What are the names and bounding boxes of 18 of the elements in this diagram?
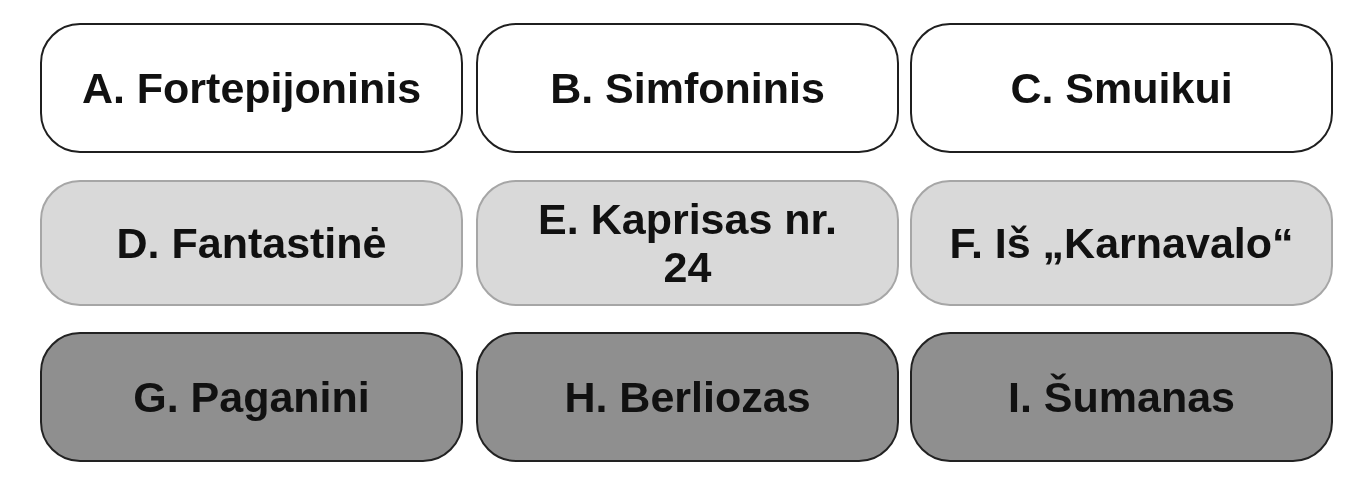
box-label: C. Smuikui bbox=[1010, 63, 1233, 113]
box-label: B. Simfoninis bbox=[550, 63, 825, 113]
rounded-box bbox=[476, 180, 899, 306]
box-label: E. Kaprisas nr. 24 bbox=[537, 194, 838, 292]
rounded-box bbox=[476, 23, 899, 153]
box-label: I. Šumanas bbox=[1008, 372, 1235, 422]
box-label: A. Fortepijoninis bbox=[81, 63, 422, 113]
rounded-box bbox=[40, 180, 463, 306]
box-label: G. Paganini bbox=[133, 372, 370, 422]
box-label: F. Iš „Karnavalo“ bbox=[949, 218, 1294, 268]
box-label: D. Fantastinė bbox=[116, 218, 387, 268]
box-label: H. Berliozas bbox=[564, 372, 811, 422]
rounded-box bbox=[476, 332, 899, 462]
rounded-box bbox=[910, 23, 1333, 153]
rounded-box bbox=[40, 23, 463, 153]
rounded-box bbox=[910, 180, 1333, 306]
rounded-box bbox=[910, 332, 1333, 462]
rounded-box bbox=[40, 332, 463, 462]
